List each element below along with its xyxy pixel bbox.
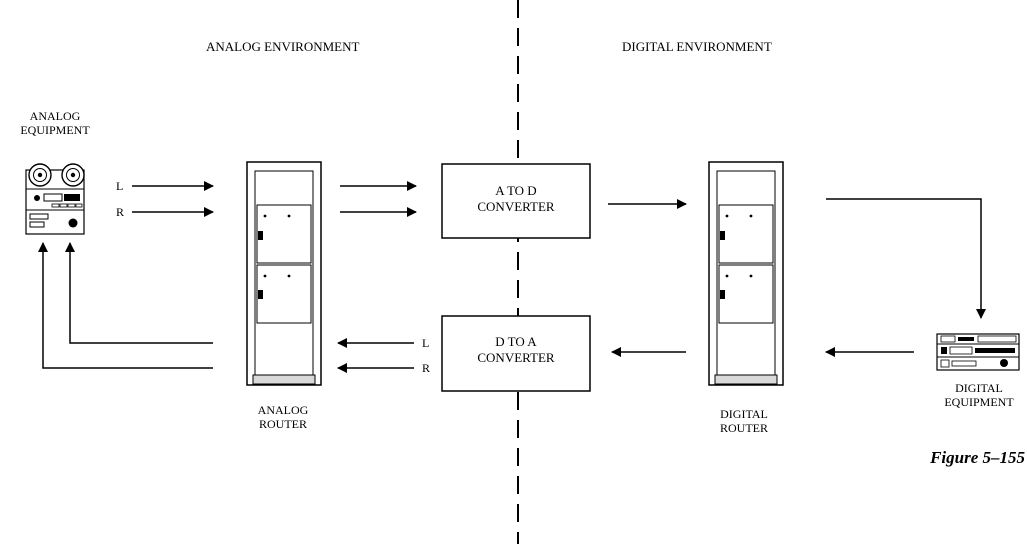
arrow-digital-router-to-equipment (826, 198, 986, 319)
output-r-label: R (422, 361, 430, 375)
digital-equipment-label-2: EQUIPMENT (944, 395, 1014, 409)
input-r-label: R (116, 205, 124, 219)
digital-router-label: DIGITAL (720, 407, 768, 421)
analog-environment-label: ANALOG ENVIRONMENT (206, 39, 360, 54)
digital-tape-deck-icon (936, 333, 1020, 371)
analog-equipment-label: ANALOG (30, 109, 81, 123)
d-to-a-converter-label-2: CONVERTER (477, 350, 555, 365)
digital-router-rack-icon (708, 161, 784, 386)
analog-equipment-label-2: EQUIPMENT (20, 123, 90, 137)
digital-equipment-label: DIGITAL (955, 381, 1003, 395)
a-to-d-converter-label-2: CONVERTER (477, 199, 555, 214)
figure-caption: Figure 5–155 (929, 448, 1025, 467)
a-to-d-converter-label: A TO D (495, 183, 536, 198)
digital-environment-label: DIGITAL ENVIRONMENT (622, 39, 772, 54)
analog-router-label: ANALOG (258, 403, 309, 417)
d-to-a-converter-box (441, 315, 591, 392)
reel-to-reel-tape-recorder-icon (25, 163, 85, 235)
input-l-label: L (116, 179, 123, 193)
arrow-router-to-equipment-r (38, 242, 213, 369)
arrow-router-to-equipment-l (65, 242, 213, 344)
digital-router-label-2: ROUTER (720, 421, 768, 435)
output-l-label: L (422, 336, 429, 350)
analog-router-label-2: ROUTER (259, 417, 307, 431)
d-to-a-converter-label: D TO A (495, 334, 537, 349)
analog-router-rack-icon (246, 161, 322, 386)
a-to-d-converter-box (441, 163, 591, 239)
